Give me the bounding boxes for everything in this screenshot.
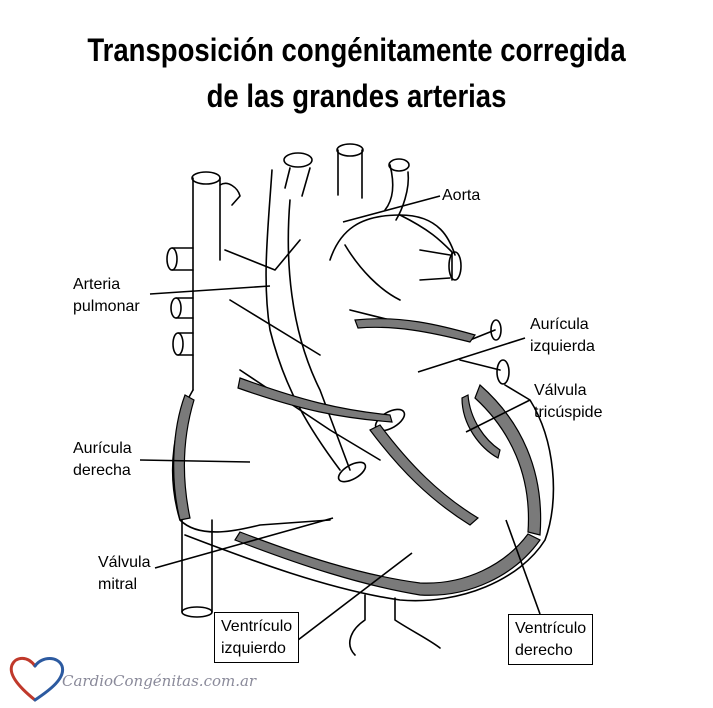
aorta-branch-3: [384, 164, 410, 221]
label-ventriculo-derecho-2: derecho: [515, 642, 573, 659]
ventricle-outline: [184, 384, 555, 602]
ventricle-wall-right: [474, 383, 542, 536]
leader-aorta: [342, 195, 441, 223]
leader-auricula-derecha: [139, 459, 251, 463]
vena-cava-top: [191, 171, 221, 185]
label-auricula-izquierda-1: Aurícula: [530, 316, 589, 333]
label-valvula-tricuspide-2: tricúspide: [534, 404, 603, 421]
label-valvula-mitral-1: Válvula: [98, 554, 151, 571]
leader-ventriculo-izquierdo: [297, 552, 413, 641]
ventricle-wall-left: [234, 531, 541, 596]
label-ventriculo-derecho: Ventrículo derecho: [508, 614, 594, 665]
pulmonary-vein-left-3: [177, 332, 194, 356]
leader-lines: [139, 195, 541, 641]
label-arteria-pulmonar-1: Arteria: [73, 276, 121, 293]
label-valvula-tricuspide-1: Válvula: [534, 382, 587, 399]
leader-auricula-izquierda: [417, 337, 526, 373]
label-ventriculo-derecho-1: Ventrículo: [515, 620, 587, 637]
aorta-branch-1: [284, 167, 311, 197]
pulmonary-artery-right: [344, 244, 451, 301]
label-arteria-pulmonar-2: pulmonar: [73, 298, 140, 315]
leader-valvula-tricuspide: [465, 399, 531, 433]
vena-cava-inferior: [181, 519, 213, 613]
aorta-descending: [399, 214, 453, 281]
heart-walls: [173, 318, 542, 596]
label-auricula-derecha-2: derecha: [73, 462, 131, 479]
label-valvula-mitral-2: mitral: [98, 576, 138, 593]
apex-vessel: [349, 594, 441, 656]
vena-cava-superior: [192, 177, 221, 391]
vena-cava-side-branch: [219, 182, 241, 206]
label-auricula-derecha-1: Aurícula: [73, 440, 132, 457]
septum-upper-wall: [354, 318, 476, 343]
mitral-valve-wall: [237, 377, 393, 423]
logo-text: CardioCongénitas.com.ar: [62, 672, 257, 690]
heart-logo-icon: [9, 656, 65, 702]
right-atrium-wall: [173, 394, 195, 521]
label-ventriculo-izquierdo-1: Ventrículo: [221, 618, 293, 635]
leader-ventriculo-derecho: [505, 519, 541, 615]
label-ventriculo-izquierdo-2: izquierdo: [221, 640, 286, 657]
title-line-2: de las grandes arterias: [206, 78, 507, 114]
label-ventriculo-izquierdo: Ventrículo izquierdo: [214, 612, 300, 663]
tricuspid-valve-wall: [461, 394, 501, 459]
label-aorta: Aorta: [442, 187, 481, 204]
leader-arteria-pulmonar: [149, 285, 271, 295]
aorta-branch-2: [337, 149, 363, 199]
pulmonary-artery: [224, 239, 381, 461]
pulmonary-vein-left-1: [171, 247, 194, 271]
septum-middle-wall: [369, 424, 480, 526]
leader-valvula-mitral: [154, 517, 334, 569]
pulmonary-vein-left-2: [175, 297, 194, 319]
title-line-1: Transposición congénitamente corregida: [87, 32, 626, 68]
aorta-left-wall: [265, 169, 341, 471]
label-auricula-izquierda-2: izquierda: [530, 338, 595, 355]
